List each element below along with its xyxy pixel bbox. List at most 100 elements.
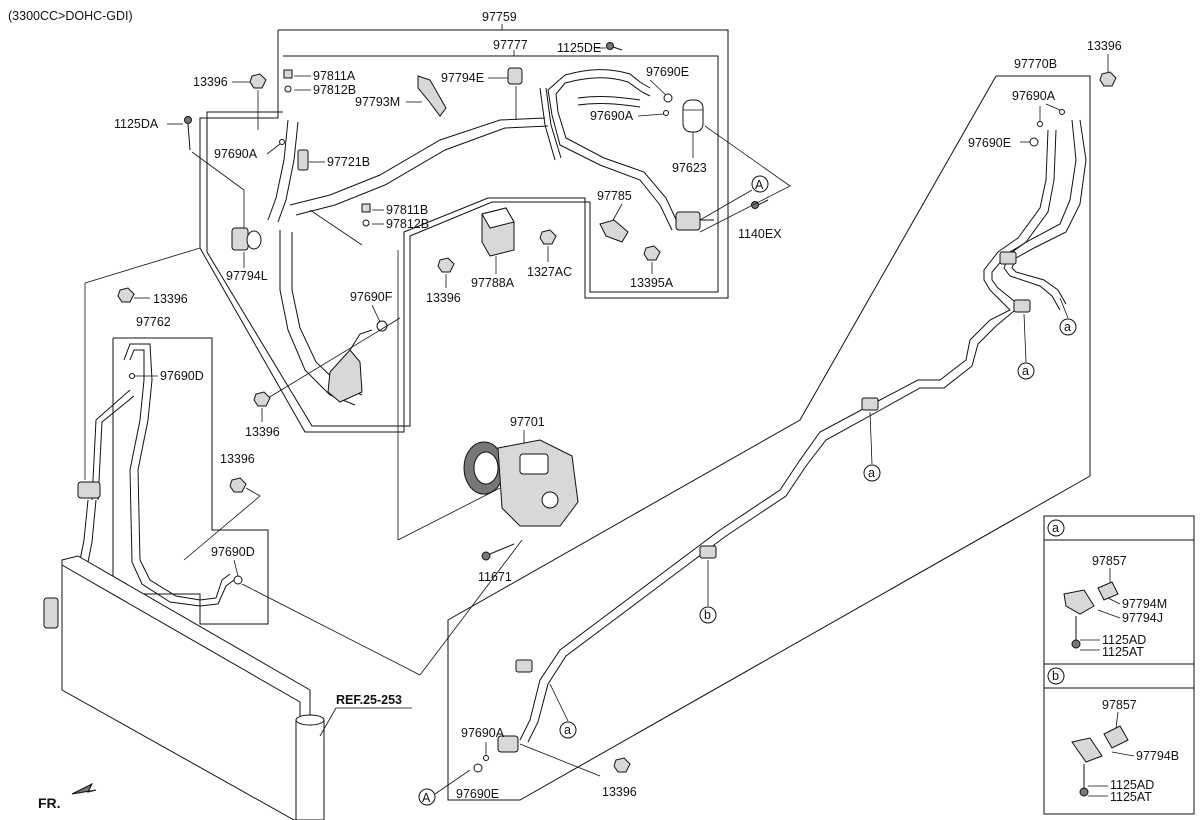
detail-a-1125AD: 1125AD (1102, 633, 1146, 647)
oring-97690D-top (129, 373, 135, 379)
bolt-1140EX (751, 199, 769, 209)
oring-97690A-right (1059, 109, 1065, 115)
detail-b-1125AT: 1125AT (1110, 790, 1152, 804)
svg-text:b: b (704, 608, 711, 622)
label-1125DE: 1125DE (557, 41, 601, 55)
oring-97690E-lower (473, 763, 483, 773)
detail-b-1125AD: 1125AD (1110, 778, 1154, 792)
engine-spec-label: (3300CC>DOHC-GDI) (8, 9, 133, 23)
callout-a-2: a (1017, 313, 1035, 380)
fr-indicator: FR. (38, 782, 97, 811)
oring-97690E-right (1029, 137, 1039, 147)
bolt-1125DE (606, 42, 623, 51)
callout-b-1: b (699, 560, 717, 624)
svg-text:a: a (1064, 320, 1071, 334)
detail-b-97857: 97857 (1102, 698, 1137, 712)
compressor-97701 (463, 439, 579, 527)
label-97701: 97701 (510, 415, 545, 429)
sensor-97785 (599, 219, 629, 243)
label-97785: 97785 (597, 189, 632, 203)
label-13395A: 13395A (630, 276, 674, 290)
detail-a-1125AT: 1125AT (1102, 645, 1144, 659)
nut-13396-right (1099, 71, 1117, 87)
nut-13396-left-low (229, 477, 247, 493)
cap-97811A (283, 69, 293, 79)
pipe-clamps-right (515, 251, 1031, 673)
bolt-11671 (481, 543, 515, 561)
pressure-switch (675, 211, 714, 231)
pipes-long-right (519, 119, 1087, 743)
label-11671: 11671 (478, 570, 512, 584)
label-13396-left: 13396 (153, 292, 188, 306)
label-97623: 97623 (672, 161, 707, 175)
label-97690A-right: 97690A (1012, 89, 1056, 103)
label-97770B: 97770B (1014, 57, 1057, 71)
bracket-97794L (231, 227, 262, 251)
svg-text:A: A (755, 178, 764, 192)
callout-A-top: A (751, 175, 769, 193)
svg-text:a: a (868, 466, 875, 480)
label-13396-bottom: 13396 (602, 785, 637, 799)
oring-97690A-right2 (1037, 121, 1043, 127)
svg-text:a: a (564, 723, 571, 737)
oring-97690F (376, 320, 388, 332)
bracket-97793M (417, 75, 447, 117)
label-97794E: 97794E (441, 71, 484, 85)
cap-97811B (361, 203, 371, 213)
detail-a-97857: 97857 (1092, 554, 1127, 568)
label-13396-left-low: 13396 (220, 452, 255, 466)
label-13396-lower: 13396 (245, 425, 280, 439)
callout-a-3: a (863, 411, 881, 482)
label-97812B-top: 97812B (313, 83, 356, 97)
detail-a-97794M: 97794M (1122, 597, 1167, 611)
label-97690D-low: 97690D (211, 545, 255, 559)
label-97812B-mid: 97812B (386, 217, 429, 231)
bracket-97788A (481, 207, 515, 257)
label-97793M: 97793M (355, 95, 400, 109)
end-fitting-lower (497, 735, 519, 753)
bolt-1125DA (184, 116, 192, 151)
fr-label: FR. (38, 795, 61, 811)
detail-b-97794B: 97794B (1136, 749, 1179, 763)
label-97690E-lower: 97690E (456, 787, 499, 801)
pipes-left-assembly (77, 343, 235, 607)
pipes-upper-assembly (267, 69, 681, 406)
label-97690D-top: 97690D (160, 369, 204, 383)
label-97777: 97777 (493, 38, 528, 52)
clip-97794E (507, 67, 523, 85)
nut-13396-top (249, 73, 267, 89)
label-13396-top: 13396 (193, 75, 228, 89)
label-1125DA: 1125DA (114, 117, 159, 131)
nut-1327AC (539, 229, 557, 245)
receiver-drier-97623 (682, 99, 704, 133)
detail-b-tag: b (1052, 669, 1059, 683)
detail-box-a: a 97857 97794M 97794J 1125AD 1125AT (1043, 515, 1195, 665)
label-13396-mid: 13396 (426, 291, 461, 305)
oring-97690E-top (663, 93, 673, 103)
detail-box-b: b 97857 97794B 1125AD 1125AT (1043, 663, 1195, 815)
label-1327AC: 1327AC (527, 265, 572, 279)
nut-13396-bottom (613, 757, 631, 773)
callout-A-bottom: A (418, 788, 436, 806)
block-fitting-left (77, 481, 101, 499)
label-97690A-top: 97690A (590, 109, 634, 123)
label-97690E-right: 97690E (968, 136, 1011, 150)
muffler (327, 329, 373, 403)
label-97690A-lower: 97690A (461, 726, 505, 740)
detail-a-97794J: 97794J (1122, 611, 1163, 625)
condenser (43, 555, 325, 820)
oring-97690D-low (233, 575, 243, 585)
nut-13396-left (117, 287, 135, 303)
label-97762: 97762 (136, 315, 171, 329)
label-97788A: 97788A (471, 276, 515, 290)
label-97811B: 97811B (386, 203, 428, 217)
oring-97690A-left (279, 139, 285, 145)
nut-13395A (643, 245, 661, 261)
oring-97812B-mid (362, 219, 370, 227)
label-97690E-top: 97690E (646, 65, 689, 79)
ref-label: REF.25-253 (336, 693, 402, 707)
svg-text:a: a (1022, 364, 1029, 378)
nut-13396-lower (253, 391, 271, 407)
label-13396-right: 13396 (1087, 39, 1122, 53)
